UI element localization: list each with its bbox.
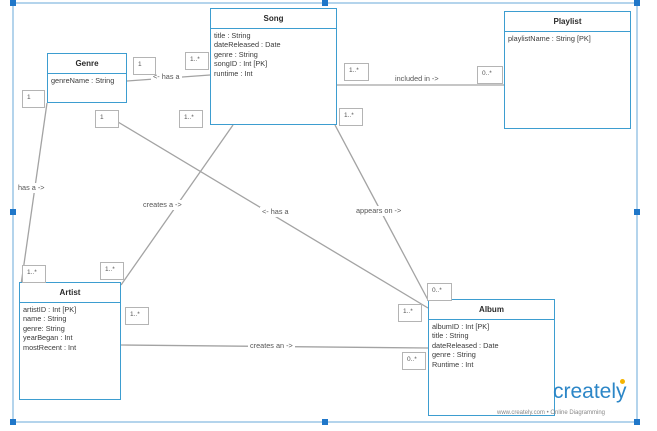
edge-label-artist-song[interactable]: creates a -> [141, 200, 184, 210]
attribute: playlistName : String [PK] [508, 34, 591, 43]
attribute: name : String [23, 314, 67, 324]
multiplicity-label[interactable]: 1..* [179, 110, 203, 128]
attribute: title : String [214, 31, 251, 40]
multiplicity-label[interactable]: 1..* [185, 52, 209, 70]
multiplicity-label[interactable]: 1..* [22, 265, 46, 283]
attribute: genreName : String [51, 76, 115, 85]
class-album-attributes: albumID : Int [PK] title : String dateRe… [429, 320, 554, 371]
multiplicity-label[interactable]: 1..* [125, 307, 149, 325]
edge-label-genre-artist[interactable]: has a -> [16, 183, 47, 193]
attribute: mostRecent : Int [23, 342, 77, 352]
attribute: yearBegan : Int [23, 333, 73, 343]
attribute: title : String [432, 331, 469, 341]
multiplicity-label[interactable]: 0..* [402, 352, 426, 370]
class-playlist-title: Playlist [505, 12, 630, 32]
class-playlist[interactable]: Playlist playlistName : String [PK] [504, 11, 631, 129]
multiplicity-label[interactable]: 1..* [398, 304, 422, 322]
edge-label-genre-album[interactable]: <- has a [260, 207, 291, 217]
edge-label-genre-song[interactable]: <- has a [151, 72, 182, 82]
resize-handle-bottom[interactable] [322, 419, 328, 425]
multiplicity-label[interactable]: 1 [22, 90, 45, 108]
class-artist[interactable]: Artist artistID : Int [PK] name : String… [19, 282, 121, 400]
class-playlist-attributes: playlistName : String [PK] [505, 32, 630, 45]
edge-label-artist-album[interactable]: creates an -> [248, 341, 295, 351]
resize-handle-top-right[interactable] [634, 0, 640, 6]
attribute: albumID : Int [PK] [432, 322, 490, 331]
resize-handle-left[interactable] [10, 209, 16, 215]
attribute: genre: String [23, 323, 65, 333]
multiplicity-label[interactable]: 0..* [477, 66, 503, 84]
resize-handle-top-left[interactable] [10, 0, 16, 6]
multiplicity-label[interactable]: 1..* [344, 63, 369, 81]
attribute: dateReleased : Date [214, 40, 281, 50]
class-album[interactable]: Album albumID : Int [PK] title : String … [428, 299, 555, 416]
attribute: songID : Int [PK] [214, 59, 268, 69]
class-artist-attributes: artistID : Int [PK] name : String genre:… [20, 303, 120, 354]
class-genre-title: Genre [48, 54, 126, 74]
class-song[interactable]: Song title : String dateReleased : Date … [210, 8, 337, 125]
resize-handle-right[interactable] [634, 209, 640, 215]
edge-genre-artist [20, 102, 48, 286]
class-song-attributes: title : String dateReleased : Date genre… [211, 29, 336, 80]
class-genre-attributes: genreName : String [48, 74, 126, 87]
multiplicity-label[interactable]: 0..* [427, 283, 452, 301]
class-song-title: Song [211, 9, 336, 29]
multiplicity-label[interactable]: 1..* [339, 108, 363, 126]
lightbulb-icon [620, 379, 625, 384]
creately-caption: www.creately.com • Online Diagramming [497, 410, 606, 416]
attribute: dateReleased : Date [432, 340, 499, 350]
resize-handle-top[interactable] [322, 0, 328, 6]
edge-label-song-playlist[interactable]: included in -> [393, 74, 441, 84]
multiplicity-label[interactable]: 1..* [100, 262, 124, 280]
creately-logo: creately [553, 380, 627, 403]
attribute: genre : String [432, 350, 476, 360]
multiplicity-label[interactable]: 1 [133, 57, 156, 75]
resize-handle-bottom-right[interactable] [634, 419, 640, 425]
class-album-title: Album [429, 300, 554, 320]
attribute: artistID : Int [PK] [23, 305, 77, 314]
class-artist-title: Artist [20, 283, 120, 303]
attribute: Runtime : Int [432, 359, 474, 369]
multiplicity-label[interactable]: 1 [95, 110, 119, 128]
edge-label-song-album[interactable]: appears on -> [354, 206, 404, 216]
resize-handle-bottom-left[interactable] [10, 419, 16, 425]
attribute: runtime : Int [214, 68, 253, 78]
class-genre[interactable]: Genre genreName : String [47, 53, 127, 103]
attribute: genre : String [214, 49, 258, 59]
